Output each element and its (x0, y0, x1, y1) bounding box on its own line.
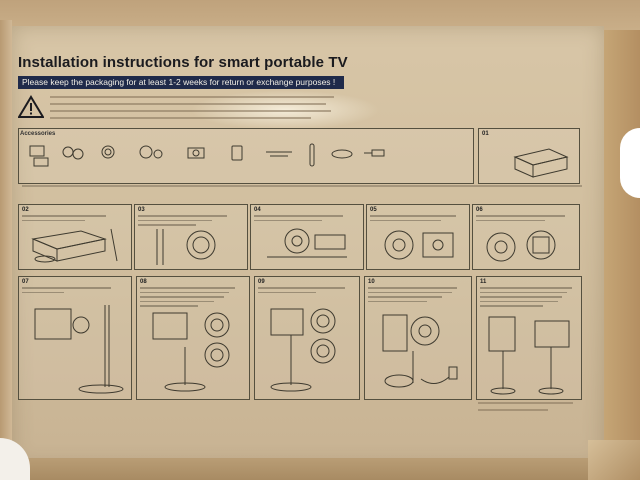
power-cable-illustration (382, 314, 458, 388)
step-01-panel: 01 (478, 128, 580, 184)
step-number: 05 (370, 207, 377, 213)
step-number: 11 (480, 279, 487, 285)
step-number: 02 (22, 207, 29, 213)
box-flap-top (0, 0, 640, 30)
step-number: 06 (476, 207, 483, 213)
step-11-panel: 11 (476, 276, 582, 400)
step-11-footnote (478, 402, 578, 416)
tv-stand-illustration (34, 305, 124, 394)
unboxing-illustration (31, 228, 118, 263)
step-10-panel: 10 (364, 276, 472, 400)
step-04-panel: 04 (250, 204, 364, 270)
step-02-panel: 02 (18, 204, 132, 270)
accessories-footnote (22, 185, 582, 187)
box-edge-left (0, 20, 12, 480)
screw-illustration (384, 230, 454, 260)
rotate-screen-illustration (488, 316, 570, 395)
step-06-panel: 06 (472, 204, 580, 270)
sheet-title: Installation instructions for smart port… (18, 54, 348, 71)
box-open-illustration (513, 148, 569, 178)
step-number: 01 (482, 131, 489, 137)
box-edge-right (598, 30, 640, 480)
notice-bar: Please keep the packaging for at least 1… (18, 76, 344, 89)
accessories-illustrations (29, 143, 385, 167)
step-number: 04 (254, 207, 261, 213)
step-07-panel: 07 (18, 276, 132, 400)
step-03-panel: 03 (134, 204, 248, 270)
notice-text: Please keep the packaging for at least 1… (22, 77, 336, 87)
warning-text-lines (50, 96, 340, 124)
box-corner-right (588, 440, 640, 480)
step-05-panel: 05 (366, 204, 470, 270)
box-bottom-edge (0, 458, 640, 480)
step-number: 09 (258, 279, 265, 285)
accessories-panel (18, 128, 474, 184)
tighten-screws-illustration (270, 308, 336, 392)
step-08-panel: 08 (136, 276, 250, 400)
step-09-panel: 09 (254, 276, 360, 400)
base-attach-illustration (267, 228, 347, 258)
pole-assembly-illustration (156, 229, 216, 265)
step-number: 10 (368, 279, 375, 285)
bracket-illustration (486, 230, 556, 262)
box-tear-notch (620, 128, 640, 198)
warning-icon (18, 95, 44, 118)
step-number: 03 (138, 207, 145, 213)
step-number: 08 (140, 279, 147, 285)
accessories-label: Accessories (20, 131, 56, 137)
mount-screen-illustration (152, 312, 230, 392)
step-number: 07 (22, 279, 29, 285)
